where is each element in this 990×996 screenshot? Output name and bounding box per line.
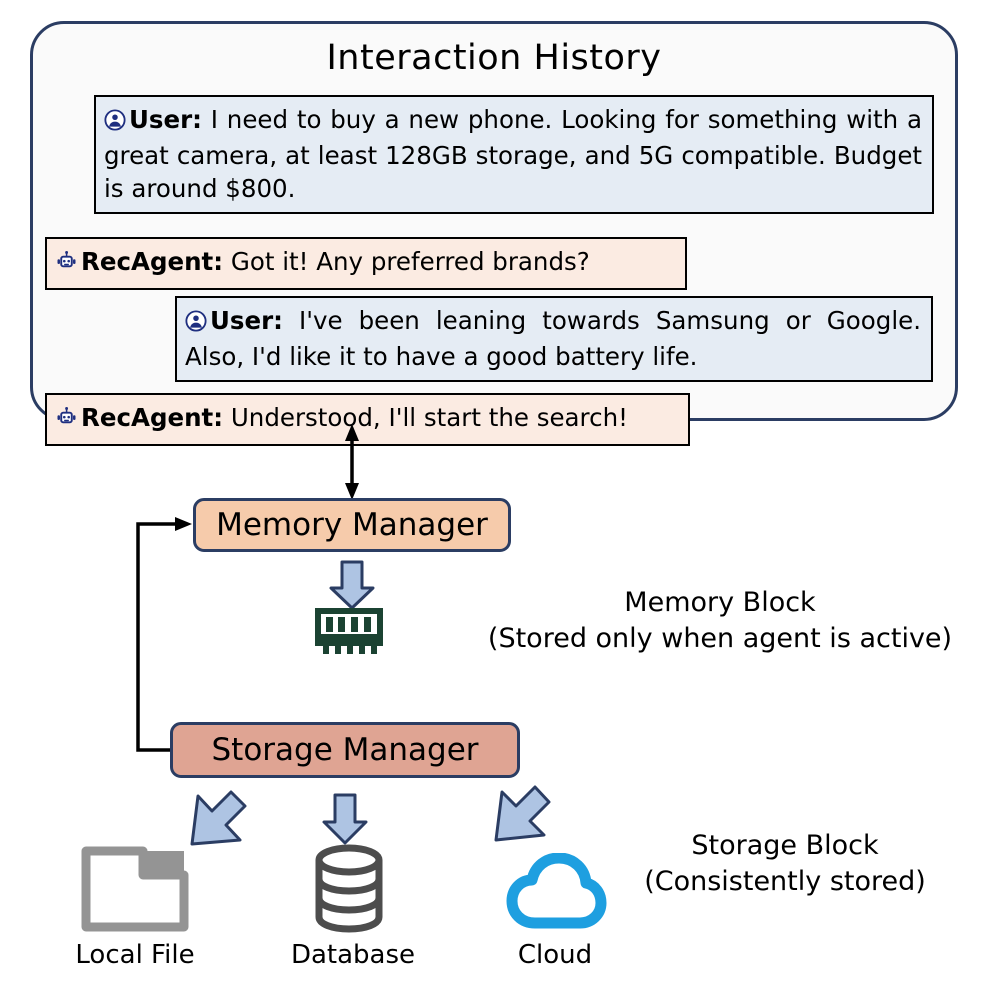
database-icon	[303, 843, 395, 939]
message-bubble-agent-2: RecAgent: Understood, I'll start the sea…	[45, 393, 690, 446]
message-text: Got it! Any preferred brands?	[223, 247, 590, 276]
robot-icon	[55, 404, 78, 437]
message-bubble-user-1: User: I need to buy a new phone. Looking…	[94, 95, 934, 214]
message-speaker: RecAgent:	[81, 247, 224, 276]
block-arrow-memory-to-chip	[329, 560, 375, 610]
node-memory-manager[interactable]: Memory Manager	[193, 498, 511, 552]
storage-block-title: Storage Block	[691, 830, 879, 861]
user-circle-icon	[185, 307, 207, 340]
message-bubble-agent-1: RecAgent: Got it! Any preferred brands?	[45, 237, 687, 290]
message-bubble-user-2: User: I've been leaning towards Samsung …	[175, 296, 933, 382]
memory-chip-icon	[311, 604, 387, 670]
block-arrow-storage-to-local-file	[190, 790, 247, 846]
message-speaker: User:	[210, 306, 283, 335]
label-cloud: Cloud	[517, 940, 593, 970]
storage-block-annotation: Storage Block (Consistently stored)	[600, 828, 970, 900]
storage-block-subtitle: (Consistently stored)	[644, 866, 926, 897]
message-speaker: RecAgent:	[81, 403, 224, 432]
memory-block-subtitle: (Stored only when agent is active)	[487, 623, 953, 654]
message-speaker: User:	[129, 105, 202, 134]
memory-block-annotation: Memory Block (Stored only when agent is …	[470, 585, 970, 657]
robot-icon	[55, 248, 78, 281]
block-arrow-storage-to-cloud	[494, 785, 551, 842]
node-memory-manager-label: Memory Manager	[216, 507, 488, 543]
message-text: I've been leaning towards Samsung or Goo…	[185, 306, 921, 371]
block-arrow-storage-to-database	[322, 793, 368, 845]
cloud-icon	[505, 852, 607, 935]
message-text: I need to buy a new phone. Looking for s…	[104, 105, 922, 203]
node-storage-manager-label: Storage Manager	[211, 732, 479, 768]
interaction-history-panel: Interaction History User: I need to buy …	[30, 21, 958, 446]
label-local-file: Local File	[75, 940, 195, 970]
page-title: Interaction History	[326, 38, 662, 78]
folder-icon	[80, 845, 190, 937]
label-database: Database	[290, 940, 416, 970]
user-circle-icon	[104, 106, 126, 139]
message-text: Understood, I'll start the search!	[223, 403, 628, 432]
memory-block-title: Memory Block	[624, 587, 816, 618]
node-storage-manager[interactable]: Storage Manager	[170, 722, 520, 778]
feedback-connector-bracket	[136, 517, 194, 757]
